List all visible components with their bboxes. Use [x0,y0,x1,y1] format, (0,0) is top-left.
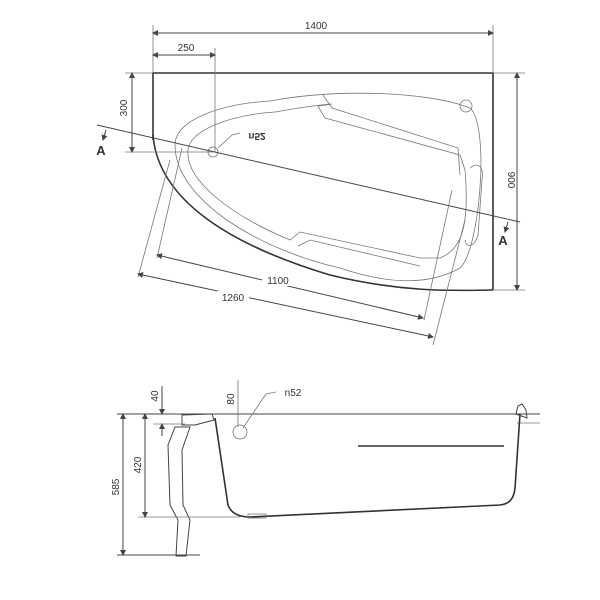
dim-length-label: 1400 [305,21,328,32]
dim-depth-label: 420 [133,456,144,473]
section-line-a-a [96,124,521,223]
support-leg [167,426,191,557]
dim-drain-y-label: 300 [119,99,130,116]
section-marker-left: A [96,143,106,158]
dim-drain-x-label: 250 [178,43,195,54]
section-marker-right: A [498,233,508,248]
right-rim-edge [515,403,528,419]
dim-rim-label: 40 [150,390,161,402]
rim-edge [181,413,215,426]
armrest-top [322,94,461,176]
dim-overflow-label: 80 [226,393,237,405]
drain-label: n52 [248,130,266,141]
dim-height-label: 585 [111,478,122,495]
dim-outer-length-label: 1260 [222,293,245,304]
tub-outer-curve [152,134,494,292]
side-view: 585 420 40 80 n52 [111,380,540,557]
top-view: 1400 250 300 900 n52 A A 1100 [96,21,525,346]
drain-leader [217,132,241,149]
tub-basin [187,103,467,259]
overflow-leader [242,391,277,429]
headrest [464,164,483,246]
tub-rim [174,92,482,282]
overflow-label: n52 [285,388,302,399]
tub-outline-rectangle [152,72,494,290]
drain-outlet [247,513,267,519]
overflow-icon [232,424,248,440]
dim-inner-length-label: 1100 [267,276,289,287]
tub-section [214,413,521,518]
drain-icon [207,146,219,158]
dimension-line-1260 [137,272,434,339]
overflow-knob [459,99,473,113]
dim-width-label: 900 [505,172,516,189]
